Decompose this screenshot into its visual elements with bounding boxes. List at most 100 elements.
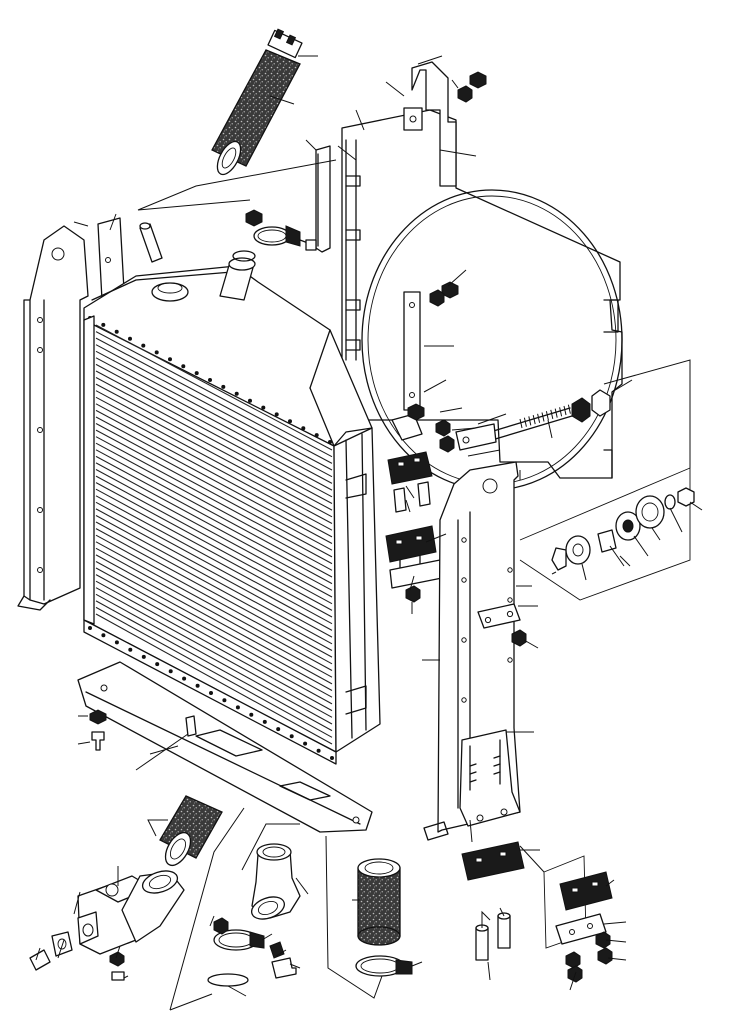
core-fin xyxy=(95,501,333,631)
tank-bolt xyxy=(182,676,187,681)
core-fin xyxy=(95,344,333,471)
tank-bolt xyxy=(101,633,106,638)
tank-bolt xyxy=(128,336,132,341)
tank-bolt xyxy=(235,705,240,710)
tank-bolt xyxy=(301,426,306,431)
core-fin xyxy=(95,534,333,665)
tank-bolt xyxy=(289,734,294,739)
tank-bolt xyxy=(209,691,213,695)
inlet-elbow xyxy=(251,843,301,920)
core-fin xyxy=(95,383,333,511)
tank-bolt xyxy=(195,683,200,688)
core-fin xyxy=(95,423,333,551)
outlet-elbow xyxy=(77,870,185,955)
tank-bolt xyxy=(208,378,212,382)
core-fin xyxy=(95,390,333,518)
tank-bolt xyxy=(101,322,106,327)
tank-bolt xyxy=(314,433,319,438)
tank-bolt xyxy=(249,712,254,717)
core-fin xyxy=(95,561,333,691)
tank-bolt-row-lower xyxy=(88,626,334,760)
core-fin xyxy=(95,488,333,618)
core-fin xyxy=(95,495,333,625)
core-fin xyxy=(95,567,333,698)
thread-mark xyxy=(545,411,549,421)
tank-bolt xyxy=(141,654,146,659)
core-fin xyxy=(95,429,333,558)
right-support-strut xyxy=(423,461,527,841)
bolt xyxy=(89,709,107,751)
core-fins xyxy=(95,324,333,745)
core-fin xyxy=(95,587,333,718)
tank-bolt xyxy=(262,719,267,724)
tank-bolt xyxy=(221,384,226,389)
tank-bolt xyxy=(248,398,252,403)
core-fin xyxy=(95,403,333,531)
core-fin xyxy=(95,482,333,611)
core-fin xyxy=(95,416,333,544)
core-fin xyxy=(95,554,333,685)
core-fin xyxy=(95,337,333,464)
tank-bolt xyxy=(274,412,279,417)
thread-mark xyxy=(567,404,571,414)
tank-bolt xyxy=(155,662,160,667)
core-fin xyxy=(95,350,333,478)
thread-mark xyxy=(532,414,536,425)
hose-clamp xyxy=(355,955,413,977)
core-fin xyxy=(95,357,333,484)
thread-mark xyxy=(550,409,554,420)
nut xyxy=(245,209,263,227)
core-fin xyxy=(95,593,333,725)
core-fin xyxy=(95,574,333,705)
shroud-side-strip xyxy=(315,145,331,253)
hose-clamp xyxy=(232,250,256,262)
tank-bolt xyxy=(128,647,133,652)
bottom-cross-member xyxy=(77,661,373,833)
core-fin xyxy=(95,442,333,571)
core-fin xyxy=(95,449,333,578)
hose-clamp xyxy=(207,917,297,987)
thread-mark xyxy=(541,412,545,422)
tank-bolt xyxy=(114,329,119,334)
core-fin xyxy=(95,475,333,605)
nut xyxy=(429,71,487,307)
tank-bolt xyxy=(168,357,172,362)
core-fin xyxy=(95,455,333,585)
core-fin xyxy=(95,528,333,658)
tank-bolt xyxy=(222,698,227,703)
hose-clamp xyxy=(253,225,317,251)
tank-bolt xyxy=(168,669,173,674)
rubber-mount-pad xyxy=(461,841,613,983)
core-fin xyxy=(95,547,333,678)
tank-bolt xyxy=(194,371,199,376)
thread-mark xyxy=(563,405,567,416)
tank-bolt xyxy=(234,391,239,396)
rubber-mount-pad xyxy=(385,403,455,603)
bolt xyxy=(29,931,125,981)
radiator-core xyxy=(83,257,381,765)
tank-bolt xyxy=(114,640,119,645)
left-side-bracket xyxy=(17,217,125,611)
tank-bolt xyxy=(316,748,321,753)
core-fin xyxy=(95,370,333,498)
isolator-stack xyxy=(519,467,695,601)
tank-bolt xyxy=(328,440,332,444)
core-fin xyxy=(95,363,333,491)
upper-radiator-hose xyxy=(211,28,303,176)
tank-bolt xyxy=(288,419,292,424)
core-fin xyxy=(95,580,333,712)
tank-bolt xyxy=(261,405,266,410)
tank-bolt xyxy=(88,626,92,630)
core-fin xyxy=(95,521,333,651)
thread-mark xyxy=(554,408,558,418)
leader-lines xyxy=(35,55,703,1011)
thread-mark xyxy=(559,407,563,417)
thread-mark xyxy=(519,418,523,429)
core-fin xyxy=(95,613,333,745)
thread-mark xyxy=(537,413,541,423)
core-fin xyxy=(95,324,333,451)
core-fin xyxy=(95,600,333,732)
fan-shroud xyxy=(341,61,623,491)
tank-bolt xyxy=(330,756,334,760)
tie-rod xyxy=(455,389,611,451)
